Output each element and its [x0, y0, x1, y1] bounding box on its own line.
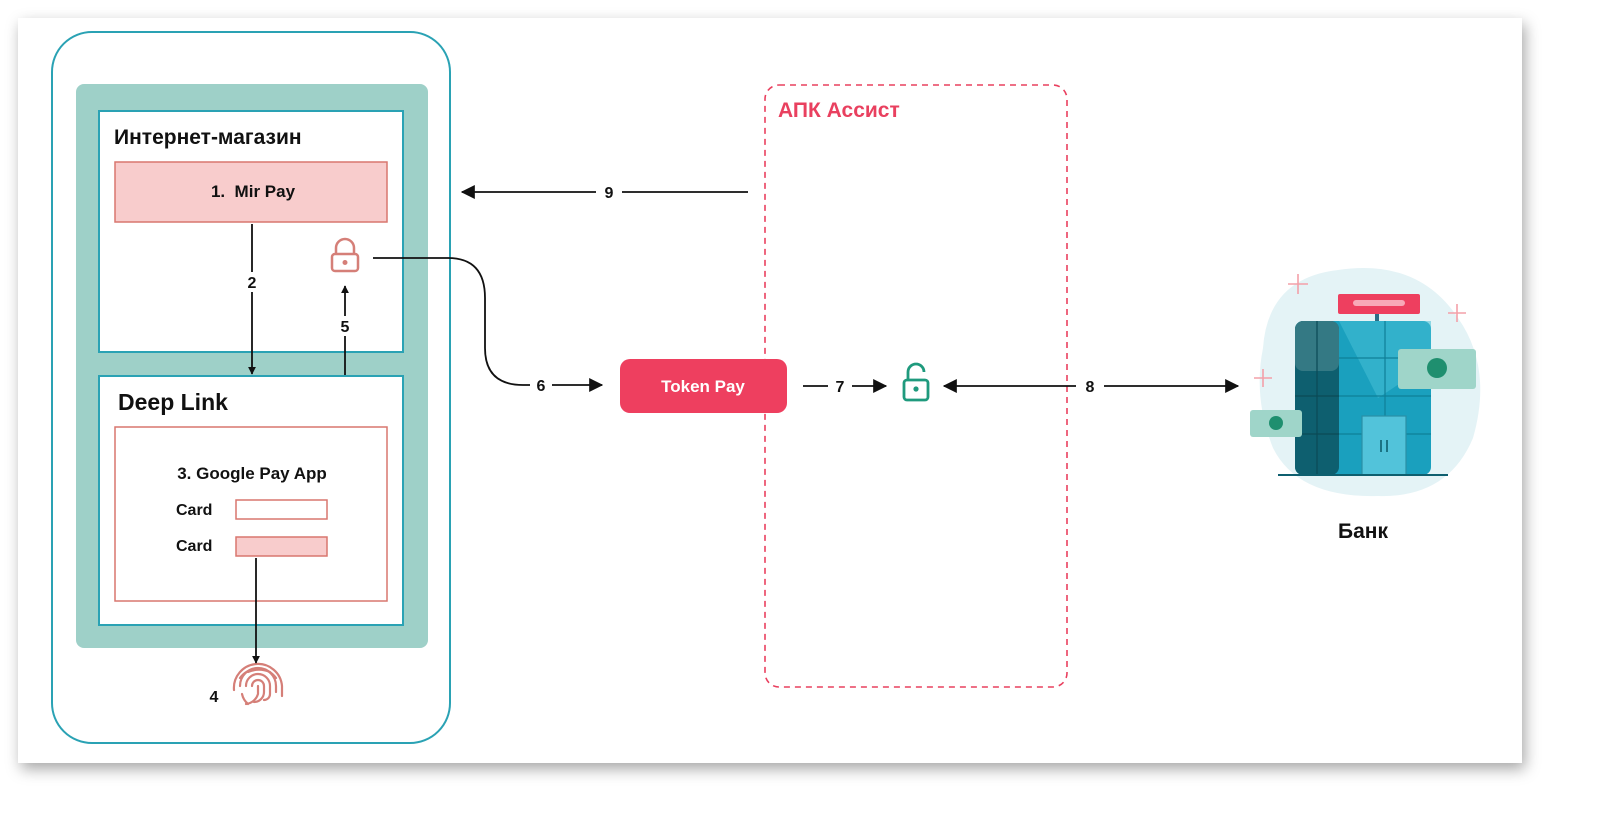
tokenpay-button[interactable]: [620, 359, 787, 413]
step-9-label: 9: [605, 185, 614, 202]
diagram-canvas: Интернет-магазин 1. Mir Pay Deep Link 3.…: [18, 18, 1522, 763]
step-5-bg: [337, 316, 353, 336]
step-5-label: 5: [341, 319, 350, 336]
google-pay-app-label: 3. Google Pay App: [177, 464, 327, 483]
step-6-label: 6: [537, 378, 546, 395]
shop-title: Интернет-магазин: [114, 126, 302, 149]
phone-frame: [51, 31, 451, 744]
apk-title: АПК Ассист: [778, 99, 900, 122]
step-8-label: 8: [1086, 379, 1095, 396]
bank-building-icon: [1250, 268, 1481, 497]
tokenpay-label: Token Pay: [661, 377, 745, 396]
diagram-svg: Интернет-магазин 1. Mir Pay Deep Link 3.…: [51, 31, 1481, 744]
step-7-bg: [828, 375, 852, 397]
card1-field[interactable]: [235, 499, 328, 520]
step-2-label: 2: [248, 275, 257, 292]
step-9-bg: [596, 181, 622, 203]
card2-field[interactable]: [235, 536, 328, 557]
shop-box: [98, 110, 404, 353]
arrow-step-6: [373, 257, 604, 392]
mirpay-label: 1. Mir Pay: [211, 182, 296, 201]
fingerprint-icon: [232, 662, 284, 706]
step-4-label: 4: [210, 689, 219, 706]
mirpay-button[interactable]: [114, 161, 388, 223]
step-7-label: 7: [836, 379, 845, 396]
step-6-bg: [530, 374, 552, 396]
card2-label: Card: [176, 538, 212, 555]
lock-closed-icon: [330, 237, 360, 273]
deeplink-title: Deep Link: [118, 389, 228, 415]
step-8-bg: [1076, 375, 1104, 397]
bank-label: Банк: [1338, 520, 1388, 543]
step-2-bg: [244, 272, 260, 292]
lock-open-icon: [902, 362, 930, 402]
card1-label: Card: [176, 502, 212, 519]
